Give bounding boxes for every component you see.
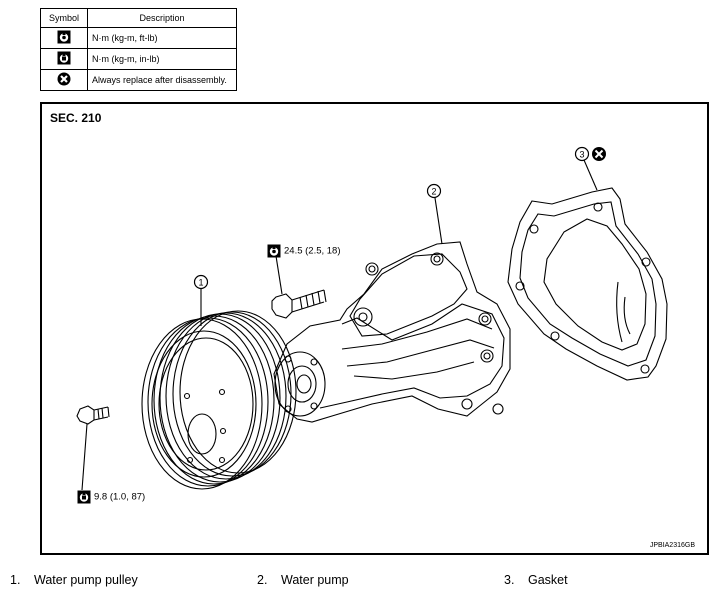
part-caption: 3. Gasket [504,573,568,587]
torque-ftlb-icon [57,30,71,44]
legend-row: N·m (kg-m, in-lb) [40,48,237,70]
torque-inlb-icon [57,51,71,65]
symbol-legend-table: Symbol Description N·m (kg-m, ft-lb) N·m… [40,8,237,91]
legend-symbol-cell [40,69,88,91]
part-caption-label: Gasket [528,573,568,587]
replace-icon [57,72,71,86]
legend-description: N·m (kg-m, in-lb) [87,48,237,70]
torque-inlb-icon [77,490,91,504]
exploded-view-figure: SEC. 210 [40,102,709,555]
legend-header-symbol: Symbol [40,8,88,28]
legend-description: Always replace after disassembly. [87,69,237,91]
part-caption-number: 3. [504,573,515,587]
part-marker-3: 3 [574,146,590,162]
replace-icon [592,147,606,161]
part-caption-number: 1. [10,573,21,587]
legend-header-row: Symbol Description [40,8,237,28]
water-pump-pulley-drawing [141,310,297,490]
legend-header-description: Description [87,8,237,28]
torque-ftlb-icon [267,244,281,258]
svg-text:2: 2 [431,187,436,197]
part-caption: 2. Water pump [257,573,349,587]
leader-line-part-2 [434,197,443,245]
figure-id: JPBIA2316GB [649,542,695,549]
leader-line-upper-bolt [275,255,283,295]
part-caption: 1. Water pump pulley [10,573,138,587]
legend-row: N·m (kg-m, ft-lb) [40,27,237,49]
legend-row: Always replace after disassembly. [40,69,237,91]
torque-callout-lower: 9.8 (1.0, 87) [77,490,145,504]
part-marker-2: 2 [426,183,442,199]
svg-text:3: 3 [579,150,584,160]
water-pump-drawing [273,241,511,423]
legend-symbol-cell [40,48,88,70]
part-caption-label: Water pump [281,573,349,587]
gasket-drawing [507,187,668,381]
part-marker-1: 1 [193,274,209,290]
torque-value-upper: 24.5 (2.5, 18) [284,245,341,257]
upper-bolt-drawing [271,289,327,319]
exploded-view-drawing: 1 2 3 [76,146,668,491]
torque-value-lower: 9.8 (1.0, 87) [94,491,146,503]
legend-description: N·m (kg-m, ft-lb) [87,27,237,49]
leader-line-part-3 [583,159,598,191]
lower-bolt-drawing [76,405,110,425]
svg-text:1: 1 [198,278,203,288]
part-caption-label: Water pump pulley [34,573,138,587]
leader-line-lower-bolt [81,423,88,491]
torque-callout-upper: 24.5 (2.5, 18) [267,244,341,258]
legend-symbol-cell [40,27,88,49]
section-label: SEC. 210 [50,111,102,125]
part-caption-number: 2. [257,573,268,587]
